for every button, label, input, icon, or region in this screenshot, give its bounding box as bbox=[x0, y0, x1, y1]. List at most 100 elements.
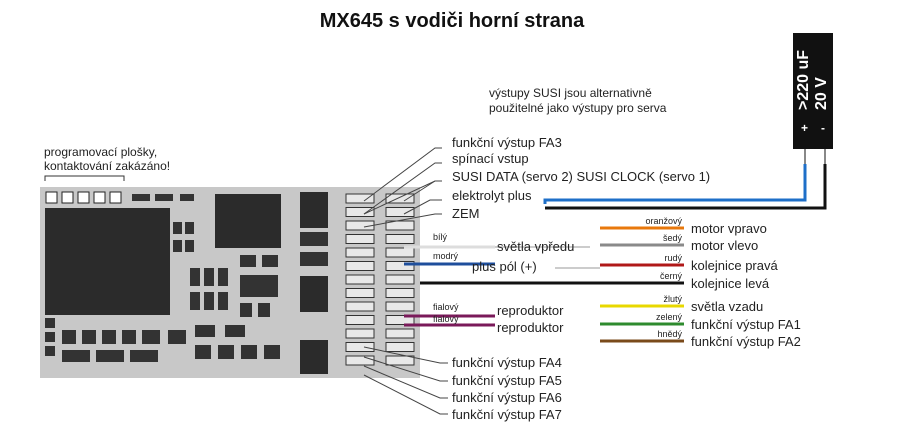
solder-pad bbox=[345, 288, 375, 298]
solder-pad bbox=[385, 261, 415, 271]
wire-function-label: světla vzadu bbox=[691, 299, 763, 314]
capacitor: >220 uF 20 V + - bbox=[793, 33, 833, 164]
wire-color-label: černý bbox=[660, 271, 683, 281]
susi-note-line2: použitelné jako výstupy pro serva bbox=[489, 101, 667, 115]
smd-part bbox=[240, 275, 278, 297]
smd-part bbox=[180, 194, 194, 201]
secondary-chip bbox=[215, 194, 281, 248]
smd-part bbox=[300, 252, 328, 266]
wire-color-label: rudý bbox=[664, 253, 682, 263]
solder-pad bbox=[345, 342, 375, 352]
smd-part bbox=[102, 330, 116, 344]
transistor bbox=[300, 340, 328, 374]
capacitor-minus: - bbox=[821, 121, 825, 135]
solder-pad bbox=[345, 207, 375, 217]
smd-part bbox=[262, 255, 278, 267]
solder-pad bbox=[345, 193, 375, 204]
smd-part bbox=[204, 292, 214, 310]
prog-pad-5 bbox=[109, 191, 122, 204]
smd-part bbox=[173, 222, 182, 234]
pads-bracket bbox=[44, 175, 125, 181]
wire-color-label: zelený bbox=[656, 312, 683, 322]
capacitor-value: >220 uF bbox=[795, 50, 812, 110]
solder-pad bbox=[345, 234, 375, 244]
smd-part bbox=[190, 292, 200, 310]
solder-pad bbox=[385, 288, 415, 298]
capacitor-voltage: 20 V bbox=[813, 77, 830, 110]
smd-part bbox=[168, 330, 186, 344]
solder-pad bbox=[345, 274, 375, 285]
pads-note-line2: kontaktování zakázáno! bbox=[44, 159, 170, 173]
solder-pad bbox=[345, 247, 375, 258]
label-susi: SUSI DATA (servo 2) SUSI CLOCK (servo 1) bbox=[452, 169, 710, 184]
smd-part bbox=[45, 346, 55, 356]
solder-pad bbox=[385, 247, 415, 258]
transistor bbox=[300, 276, 328, 312]
solder-pad bbox=[385, 315, 415, 325]
smd-part bbox=[240, 255, 256, 267]
solder-pad bbox=[385, 234, 415, 244]
smd-part bbox=[204, 268, 214, 286]
label-fa6: funkční výstup FA6 bbox=[452, 390, 562, 405]
transistor bbox=[300, 192, 328, 228]
decoder-board bbox=[40, 187, 420, 378]
smd-part bbox=[122, 330, 136, 344]
solder-pad bbox=[385, 342, 415, 352]
smd-part bbox=[142, 330, 160, 344]
wire-function-label: kolejnice pravá bbox=[691, 258, 778, 273]
smd-part bbox=[241, 345, 257, 359]
susi-note-line1: výstupy SUSI jsou alternativně bbox=[489, 86, 652, 100]
smd-part bbox=[155, 194, 173, 201]
leader-lines-bottom bbox=[363, 346, 448, 415]
diagram-title: MX645 s vodiči horní strana bbox=[320, 10, 585, 32]
wire-function-label: funkční výstup FA1 bbox=[691, 317, 801, 332]
wire-color-label: oranžový bbox=[645, 216, 682, 226]
smd-part bbox=[218, 268, 228, 286]
label-zem: ZEM bbox=[452, 206, 479, 221]
smd-part bbox=[190, 268, 200, 286]
label-fa4: funkční výstup FA4 bbox=[452, 355, 562, 370]
label-reproduktor-1: reproduktor bbox=[497, 303, 564, 318]
wire-color-label: šedý bbox=[663, 233, 683, 243]
leader-lines-top bbox=[363, 147, 442, 228]
smd-part bbox=[218, 292, 228, 310]
solder-pad bbox=[385, 301, 415, 312]
solder-pad bbox=[385, 355, 415, 366]
wire-blue-electrolyt bbox=[543, 164, 807, 204]
solder-pad bbox=[345, 261, 375, 271]
solder-pad bbox=[345, 315, 375, 325]
wire-function-label: motor vlevo bbox=[691, 238, 758, 253]
label-elektrolyt-plus: elektrolyt plus bbox=[452, 188, 532, 203]
smd-part bbox=[225, 325, 245, 337]
label-fa5: funkční výstup FA5 bbox=[452, 373, 562, 388]
smd-part bbox=[185, 240, 194, 252]
smd-part bbox=[195, 345, 211, 359]
label-plus-pol: plus pól (+) bbox=[472, 259, 537, 274]
smd-part bbox=[173, 240, 182, 252]
wire-black-ground bbox=[545, 164, 827, 210]
main-chip bbox=[45, 208, 170, 315]
wire-color-label: žlutý bbox=[663, 294, 682, 304]
solder-pad bbox=[345, 355, 375, 366]
smd-part bbox=[132, 194, 150, 201]
smd-part bbox=[185, 222, 194, 234]
solder-pad bbox=[345, 301, 375, 312]
smd-part bbox=[300, 232, 328, 246]
smd-part bbox=[45, 332, 55, 342]
smd-part bbox=[218, 345, 234, 359]
wire-color-label: hnědý bbox=[657, 329, 682, 339]
wire-function-label: motor vpravo bbox=[691, 221, 767, 236]
smd-part bbox=[258, 303, 270, 317]
label-reproduktor-2: reproduktor bbox=[497, 320, 564, 335]
wire-function-label: kolejnice levá bbox=[691, 276, 770, 291]
prog-pad-1 bbox=[45, 191, 58, 204]
capacitor-plus: + bbox=[801, 121, 808, 135]
smd-part bbox=[45, 318, 55, 328]
wire-label-modry: modrý bbox=[433, 251, 459, 261]
prog-pad-2 bbox=[61, 191, 74, 204]
capacitor-body bbox=[793, 33, 833, 149]
label-fa3: funkční výstup FA3 bbox=[452, 135, 562, 150]
label-fa7: funkční výstup FA7 bbox=[452, 407, 562, 422]
